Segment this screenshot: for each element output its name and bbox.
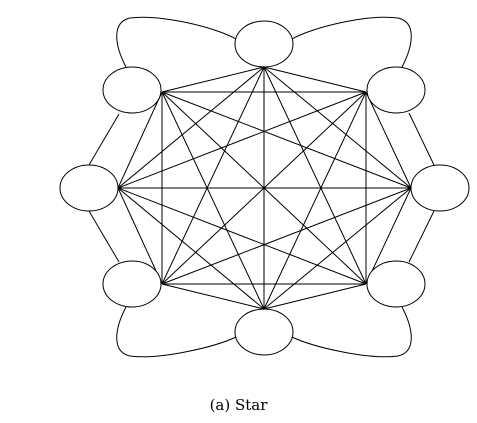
node-top-left (102, 66, 162, 114)
node-bottom-right (366, 260, 426, 308)
edge-top-top-right (263, 66, 367, 93)
outer-loop-bottom-bottom-right (291, 306, 412, 358)
outer-links (88, 112, 435, 263)
edge-right-top-left (161, 91, 412, 189)
edge-top-right (263, 66, 412, 189)
edge-top-left (117, 66, 265, 189)
edge-bottom-top-right (263, 91, 367, 310)
edge-top-bottom-right (263, 66, 367, 285)
node-top (234, 20, 294, 68)
edge-bottom-left (117, 187, 265, 310)
outer-loops (116, 16, 412, 358)
edge-top-right-bottom-left (161, 91, 367, 285)
node-left (59, 164, 119, 212)
edge-bottom-top-left (161, 91, 265, 310)
outer-link-top-left-left (88, 113, 120, 166)
edge-left-bottom-left (117, 187, 163, 285)
node-bottom (234, 308, 294, 356)
outer-loop-bottom-left-bottom (116, 306, 237, 358)
edge-left-bottom-right (117, 187, 367, 285)
edge-right-top-right (365, 91, 412, 189)
edge-bottom-bottom-right (263, 283, 367, 310)
outer-link-left-bottom-left (88, 210, 120, 263)
figure-caption: (a) Star (209, 396, 268, 414)
edge-top-bottom-left (161, 66, 265, 285)
graph-nodes (59, 20, 470, 356)
edge-left-top-right (117, 91, 367, 189)
outer-loop-top-top-right (291, 16, 412, 68)
edge-bottom-right (263, 187, 412, 310)
edge-top-top-left (161, 66, 265, 93)
star-edges (117, 66, 412, 310)
outer-loop-top-left-top (116, 16, 237, 68)
edge-right-bottom-left (161, 187, 412, 285)
outer-link-right-bottom-right (408, 210, 435, 263)
edge-right-bottom-right (365, 187, 412, 285)
node-top-right (366, 66, 426, 114)
edge-left-top-left (117, 91, 163, 189)
node-right (410, 164, 470, 212)
outer-link-top-right-right (408, 112, 435, 166)
edge-bottom-bottom-left (161, 283, 265, 310)
node-bottom-left (102, 260, 162, 308)
